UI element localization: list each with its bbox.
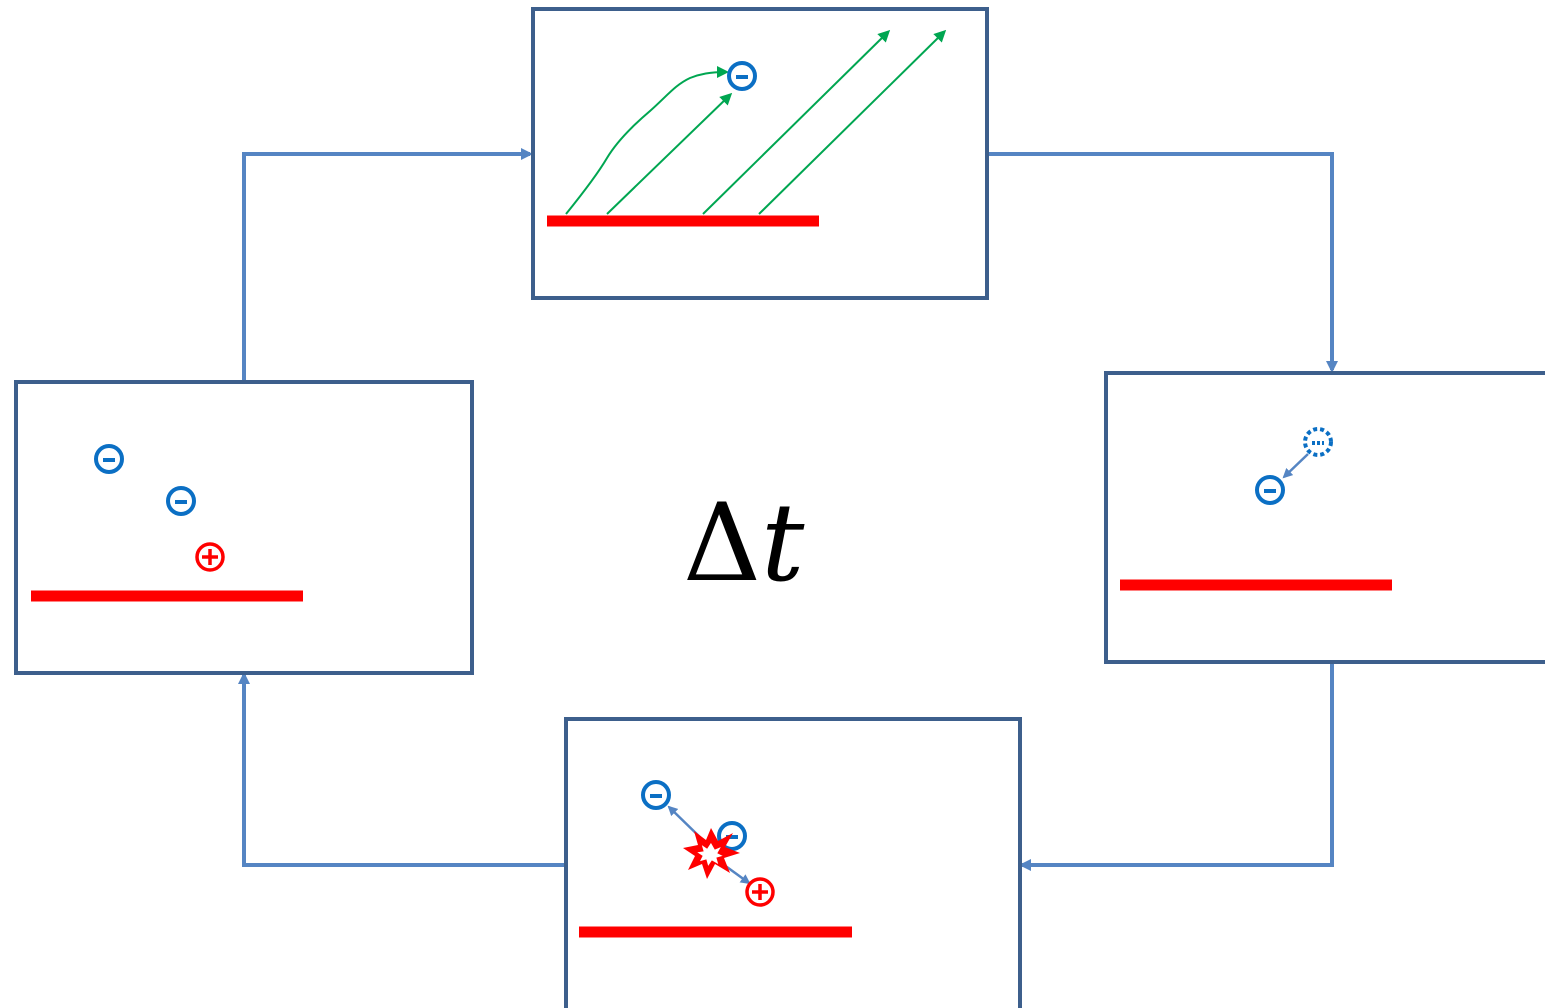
ion xyxy=(197,544,223,570)
connector-left-to-top xyxy=(244,154,530,380)
panel-frame xyxy=(1106,373,1545,662)
time-variable: t xyxy=(761,481,805,606)
delta-symbol: Δ xyxy=(683,481,761,606)
electron xyxy=(1257,477,1283,503)
electron xyxy=(643,782,669,808)
panel-collision xyxy=(1106,373,1545,662)
connector-bottom-to-left xyxy=(244,675,566,865)
connector-right-to-bottom xyxy=(1022,664,1332,865)
panel-emission xyxy=(533,9,987,298)
svg-text:Δt: Δt xyxy=(683,481,805,606)
electron xyxy=(729,63,755,89)
panel-accumulation xyxy=(16,382,472,673)
panel-frame xyxy=(16,382,472,673)
panel-frame xyxy=(533,9,987,298)
ion xyxy=(747,879,773,905)
panel-frame xyxy=(566,719,1020,1008)
virtual-electron xyxy=(1305,429,1331,455)
electron xyxy=(96,446,122,472)
panel-ionization xyxy=(566,719,1020,1008)
time-step-label: Δt xyxy=(683,481,805,606)
electron xyxy=(168,488,194,514)
connector-top-to-right xyxy=(988,154,1332,370)
